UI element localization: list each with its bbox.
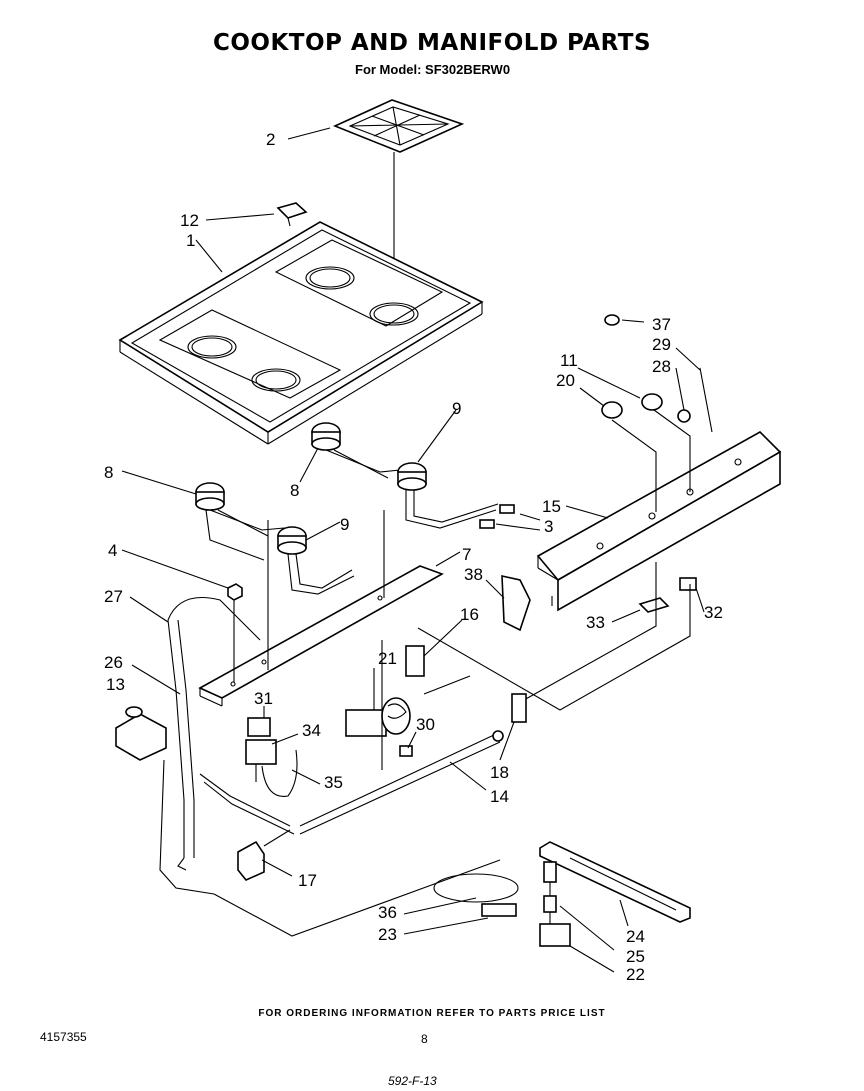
callout-20: 20 [556, 371, 575, 390]
model-subtitle: For Model: SF302BERW0 [355, 62, 511, 77]
callout-27: 27 [104, 587, 123, 606]
valve-assembly-part [345, 640, 471, 770]
bracket-part [198, 565, 444, 707]
gas-line-part [159, 596, 501, 937]
callout-8-front: 8 [104, 463, 113, 482]
callout-4: 4 [108, 541, 117, 560]
callout-32: 32 [704, 603, 723, 622]
regulator-part [115, 706, 167, 761]
page-number: 8 [421, 1032, 428, 1046]
callout-34: 34 [302, 721, 321, 740]
burner-assembly-rear [311, 422, 515, 529]
bracket-17-part [237, 829, 291, 881]
alignment-line [417, 584, 691, 711]
ordering-info-note: FOR ORDERING INFORMATION REFER TO PARTS … [258, 1008, 606, 1019]
callout-17: 17 [298, 871, 317, 890]
callout-9-rear: 9 [452, 399, 461, 418]
callout-21: 21 [378, 649, 397, 668]
callout-14: 14 [490, 787, 509, 806]
clip-33-part [638, 597, 670, 613]
knob-parts [601, 314, 713, 512]
callout-leaders [121, 127, 705, 973]
clip-part [276, 202, 308, 227]
manifold-panel-part [536, 431, 782, 612]
callout-28: 28 [652, 357, 671, 376]
oven-burner-part [433, 841, 691, 947]
callout-31: 31 [254, 689, 273, 708]
clip-32-part [679, 577, 697, 591]
callout-13: 13 [106, 675, 125, 694]
callout-35: 35 [324, 773, 343, 792]
callout-9-front: 9 [340, 515, 349, 534]
callout-2: 2 [266, 130, 275, 149]
callout-22: 22 [626, 965, 645, 984]
callout-24: 24 [626, 927, 645, 946]
callout-38: 38 [464, 565, 483, 584]
callout-3: 3 [544, 517, 553, 536]
document-number: 4157355 [40, 1030, 87, 1044]
tube-assembly-part [299, 693, 527, 835]
callout-26: 26 [104, 653, 123, 672]
callout-1: 1 [186, 231, 195, 250]
callout-18: 18 [490, 763, 509, 782]
callout-7: 7 [462, 545, 471, 564]
callout-29: 29 [652, 335, 671, 354]
callout-8-rear: 8 [290, 481, 299, 500]
callout-33: 33 [586, 613, 605, 632]
burner-assembly-front [195, 482, 355, 595]
handwritten-mark: 592-F-13 [388, 1074, 437, 1088]
callout-23: 23 [378, 925, 397, 944]
callout-12: 12 [180, 211, 199, 230]
bracket-38-part [501, 574, 531, 632]
grate-part [332, 99, 465, 153]
callout-16: 16 [460, 605, 479, 624]
callout-15: 15 [542, 497, 561, 516]
callout-25: 25 [626, 947, 645, 966]
callout-36: 36 [378, 903, 397, 922]
callout-30: 30 [416, 715, 435, 734]
page-title: COOKTOP AND MANIFOLD PARTS [212, 30, 652, 56]
alignment-line [523, 562, 657, 701]
igniter-switch-part [245, 717, 298, 797]
callout-11: 11 [560, 351, 578, 370]
callout-37: 37 [652, 315, 671, 334]
cooktop-part [118, 221, 484, 445]
